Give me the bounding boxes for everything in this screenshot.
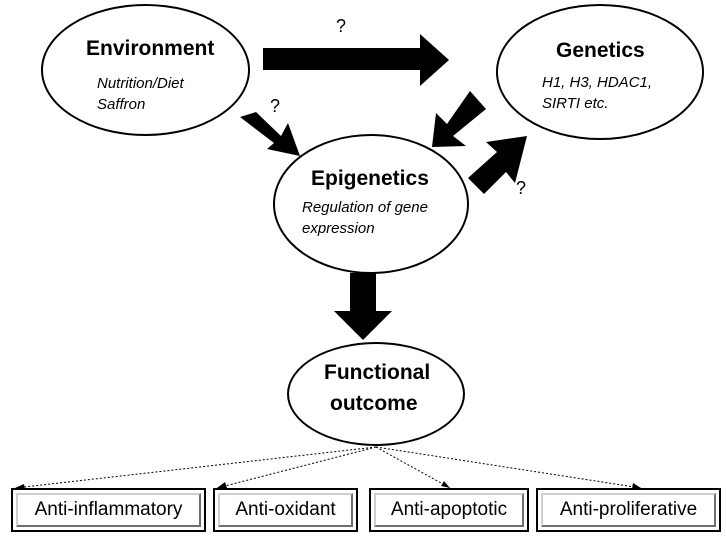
- arrow-genetics-to-epigenetics: [432, 91, 486, 147]
- outcome-label-anti-apoptotic: Anti-apoptotic: [374, 493, 524, 527]
- genetics-line-2: SIRTI etc.: [542, 95, 609, 112]
- outcome-label-anti-inflammatory: Anti-inflammatory: [16, 493, 201, 527]
- dotted-link-anti-oxidant: [216, 446, 377, 489]
- question-mark-environment-genetics: ?: [336, 16, 347, 36]
- question-mark-epigenetics-genetics: ?: [516, 178, 527, 198]
- genetics-line-1: H1, H3, HDAC1,: [542, 74, 653, 91]
- question-mark-environment-epigenetics: ?: [270, 96, 281, 116]
- environment-node: [41, 4, 250, 136]
- outcome-box-anti-inflammatory: Anti-inflammatory: [11, 488, 206, 532]
- arrow-environment-to-genetics: [263, 34, 449, 86]
- outcome-label-anti-oxidant: Anti-oxidant: [218, 493, 353, 527]
- epigenetics-node: [273, 134, 469, 274]
- environment-title: Environment: [86, 37, 215, 60]
- functional-outcome-title-line-1: Functional: [324, 361, 431, 384]
- dotted-arrowhead-anti-apoptotic: [441, 481, 450, 488]
- epigenetics-line-2: expression: [302, 220, 375, 237]
- dotted-link-anti-inflammatory: [14, 446, 377, 489]
- outcome-label-anti-proliferative: Anti-proliferative: [541, 493, 716, 527]
- epigenetics-title: Epigenetics: [311, 167, 429, 190]
- dotted-link-anti-proliferative: [375, 446, 642, 489]
- functional-outcome-title-line-2: outcome: [330, 392, 418, 415]
- outcome-box-anti-apoptotic: Anti-apoptotic: [369, 488, 529, 532]
- dotted-arrowhead-anti-oxidant: [217, 482, 227, 488]
- arrow-environment-to-epigenetics: [240, 112, 300, 156]
- arrow-epigenetics-to-functional-outcome: [334, 273, 392, 340]
- dotted-arrowhead-anti-proliferative: [632, 483, 641, 489]
- environment-line-1: Nutrition/Diet: [97, 75, 184, 92]
- arrow-epigenetics-to-genetics: [468, 136, 527, 194]
- epigenetics-line-1: Regulation of gene: [302, 199, 428, 216]
- genetics-title: Genetics: [556, 39, 645, 62]
- outcome-box-anti-oxidant: Anti-oxidant: [213, 488, 358, 532]
- genetics-node: [496, 4, 704, 140]
- environment-line-2: Saffron: [97, 96, 146, 113]
- outcome-box-anti-proliferative: Anti-proliferative: [536, 488, 721, 532]
- functional-outcome-node: [287, 342, 465, 446]
